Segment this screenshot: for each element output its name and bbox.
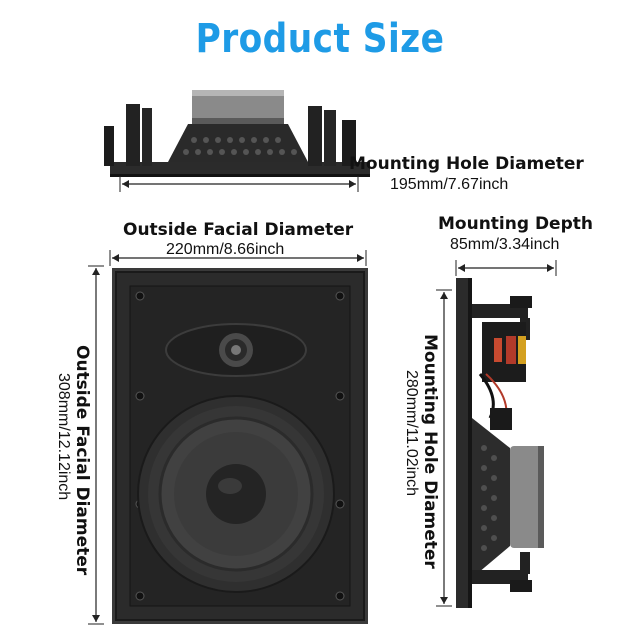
speaker-side-view bbox=[456, 278, 544, 608]
speaker-top-view bbox=[104, 90, 370, 177]
dimension-line-mounting-hole-height bbox=[436, 289, 452, 607]
mounting-depth-value: 85mm/3.34inch bbox=[450, 236, 560, 253]
speaker-front-view bbox=[112, 268, 368, 624]
mounting-hole-diameter-value: 195mm/7.67inch bbox=[390, 176, 509, 193]
mounting-hole-height-label: Mounting Hole Diameter bbox=[420, 334, 440, 569]
dimension-line-facial-width bbox=[109, 250, 367, 266]
outside-facial-width-value: 220mm/8.66inch bbox=[166, 241, 285, 258]
outside-facial-height-label: Outside Facial Diameter bbox=[72, 345, 92, 576]
mounting-hole-diameter-label: Mounting Hole Diameter bbox=[349, 154, 584, 174]
dimension-line-facial-height bbox=[88, 265, 104, 625]
outside-facial-height-value: 308mm/12.12inch bbox=[55, 373, 72, 501]
dimension-line-mounting-hole-top bbox=[119, 176, 359, 192]
dimension-line-mounting-depth bbox=[455, 260, 557, 276]
page-title: Product Size bbox=[195, 16, 445, 62]
outside-facial-width-label: Outside Facial Diameter bbox=[123, 220, 354, 240]
mounting-depth-label: Mounting Depth bbox=[438, 214, 593, 234]
mounting-hole-height-value: 280mm/11.02inch bbox=[403, 370, 420, 496]
